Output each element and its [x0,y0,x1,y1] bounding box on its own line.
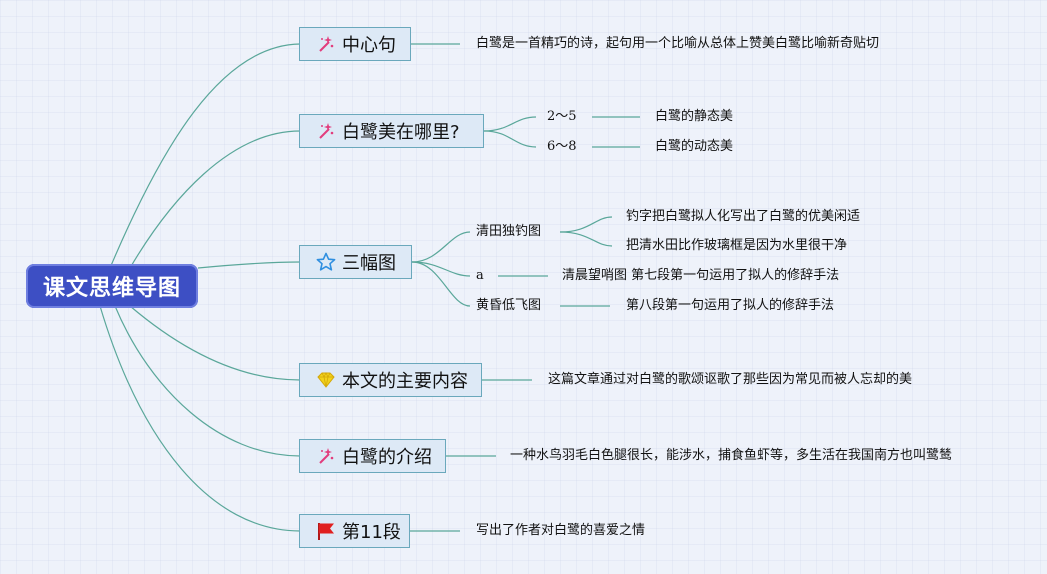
main-content-detail: 这篇文章通过对白鹭的歌颂讴歌了那些因为常见而被人忘却的美 [548,372,913,387]
connector-qingtian-detail-1 [559,216,613,233]
three-pictures-child-a: a [476,268,484,283]
qingtian-detail-2: 把清水田比作玻璃框是因为水里很干净 [626,238,848,253]
star-icon [316,252,336,272]
topic-label: 白鹭美在哪里? [342,122,460,143]
topic-three-pictures[interactable]: 三幅图 [299,245,412,279]
three-pictures-child-qingtian: 清田独钓图 [476,224,542,239]
connector-root-egret-intro [114,305,301,457]
a-detail: 清晨望哨图 第七段第一句运用了拟人的修辞手法 [562,268,840,283]
topic-main-content[interactable]: 本文的主要内容 [299,363,482,397]
topic-center-sentence[interactable]: 中心句 [299,27,411,61]
huanghun-detail: 第八段第一句运用了拟人的修辞手法 [626,298,835,313]
root-node[interactable]: 课文思维导图 [26,264,198,308]
topic-label: 本文的主要内容 [342,371,468,392]
red-flag-icon [316,521,336,541]
connector-root-main-content [129,305,301,381]
where-beauty-child-1: 2～5 [547,109,577,124]
paragraph-11-detail: 写出了作者对白鹭的喜爱之情 [476,523,646,538]
topic-label: 中心句 [342,35,396,56]
connector-three-pictures-child-3 [411,261,471,307]
connector-root-paragraph-11 [99,305,301,532]
connector-root-where-beauty [129,130,301,269]
magic-wand-icon [316,446,336,466]
center-sentence-detail: 白鹭是一首精巧的诗，起句用一个比喻从总体上赞美白鹭比喻新奇贴切 [476,36,880,51]
connector-where-beauty-child-1 [483,116,537,132]
connector-three-pictures-child-2 [411,261,471,277]
topic-label: 三幅图 [342,253,396,274]
magic-wand-icon [316,121,336,141]
connector-three-pictures-child-1 [411,231,471,263]
diamond-icon [316,370,336,390]
where-beauty-child-1-detail: 白鹭的静态美 [655,109,734,124]
where-beauty-child-2-detail: 白鹭的动态美 [655,139,734,154]
topic-where-beauty[interactable]: 白鹭美在哪里? [299,114,484,148]
qingtian-detail-1: 钓字把白鹭拟人化写出了白鹭的优美闲适 [626,209,861,224]
egret-intro-detail: 一种水鸟羽毛白色腿很长，能涉水，捕食鱼虾等，多生活在我国南方也叫鹭鸶 [510,448,953,463]
three-pictures-child-huanghun: 黄昏低飞图 [476,298,542,313]
topic-label: 白鹭的介绍 [342,447,432,468]
topic-egret-intro[interactable]: 白鹭的介绍 [299,439,446,473]
connector-where-beauty-child-2 [483,130,537,148]
topic-label: 第11段 [342,522,401,543]
connector-root-three-pictures [197,261,301,269]
connector-root-center-sentence [109,43,301,269]
connector-qingtian-detail-2 [559,231,613,247]
topic-paragraph-11[interactable]: 第11段 [299,514,410,548]
magic-wand-icon [316,34,336,54]
root-title: 课文思维导图 [42,276,181,301]
where-beauty-child-2: 6～8 [547,139,577,154]
